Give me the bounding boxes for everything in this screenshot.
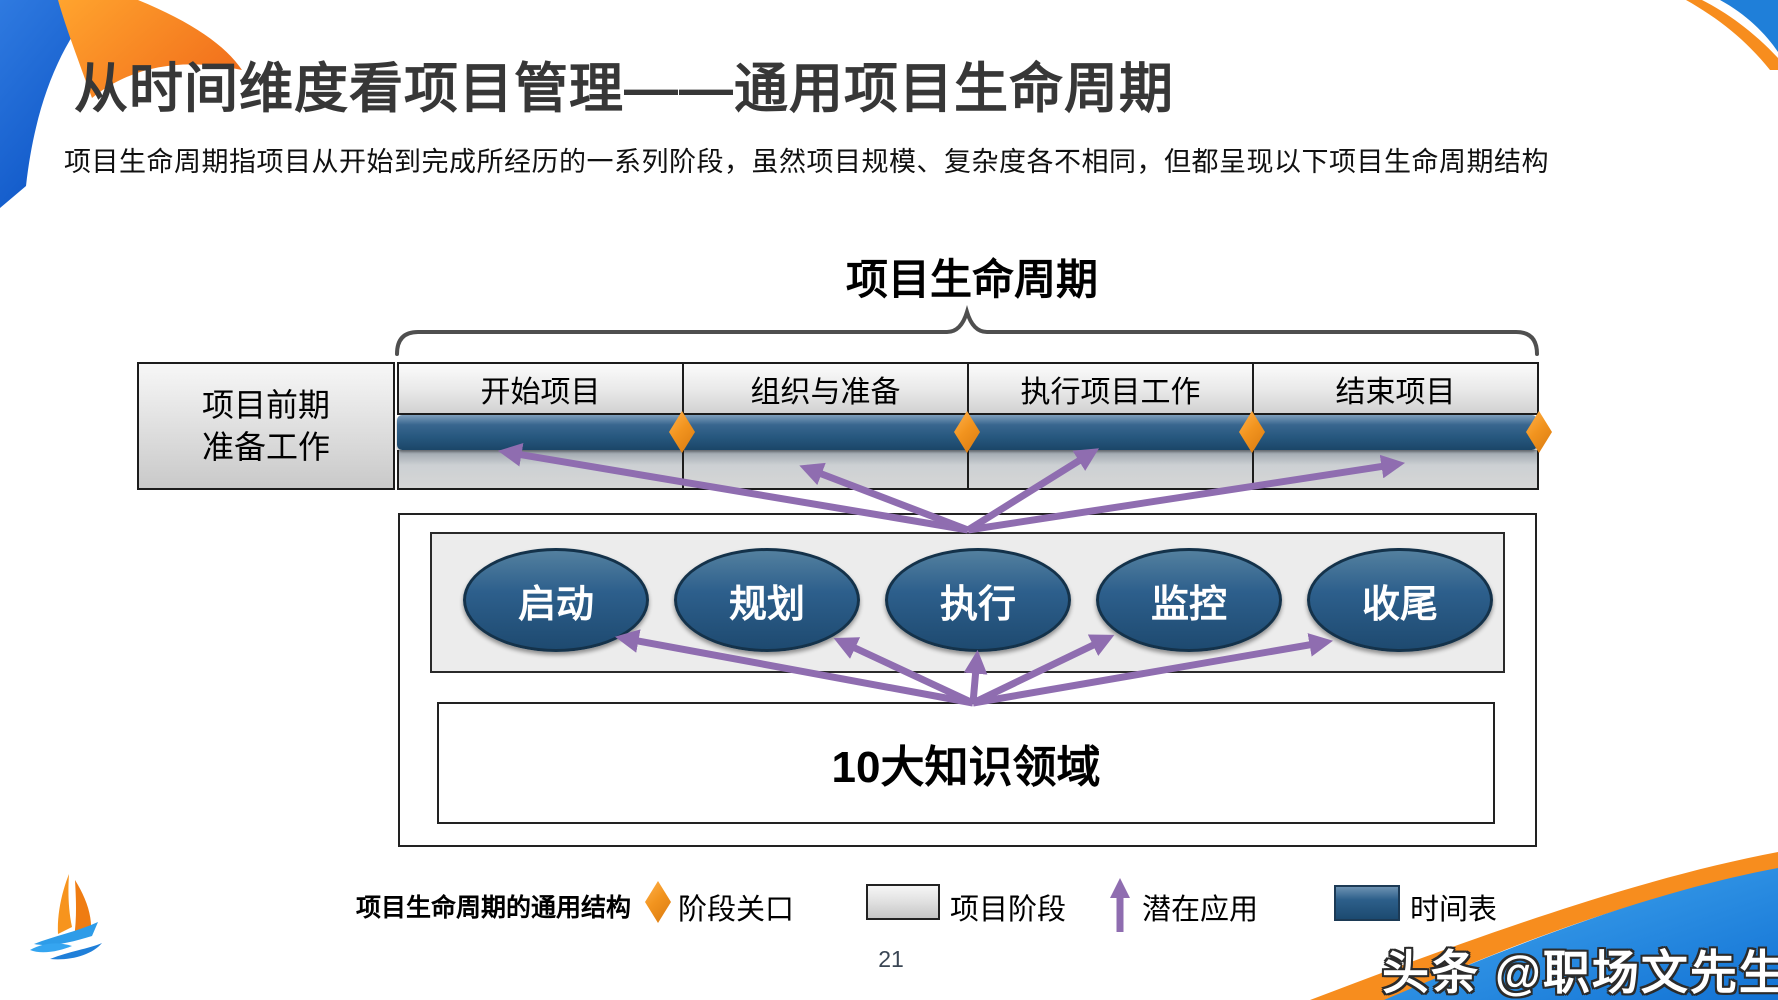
wave-2 (50, 943, 102, 960)
prep-phase-box: 项目前期 准备工作 (137, 362, 395, 490)
legend-timeline-icon (1334, 885, 1400, 921)
prep-line-2: 准备工作 (201, 429, 330, 465)
phase-label: 执行项目工作 (1020, 375, 1201, 409)
stage-ellipse-closing: 收尾 (1307, 548, 1493, 652)
legend-title: 项目生命周期的通用结构 (356, 894, 632, 922)
phase-under-cell (682, 450, 969, 490)
diagram-title: 项目生命周期 (845, 256, 1098, 303)
legend-arrow-icon (1110, 878, 1130, 932)
legend-gray-box-icon (866, 884, 940, 920)
legend-label-project-phase: 项目阶段 (950, 894, 1067, 926)
phase-label: 结束项目 (1335, 375, 1456, 409)
phase-cell-organize: 组织与准备 (682, 362, 969, 415)
corner-decoration-top-right (1686, 0, 1778, 70)
legend-diamond-icon (645, 881, 671, 923)
sail-right (74, 880, 92, 938)
slide-title: 从时间维度看项目管理——通用项目生命周期 (74, 59, 1174, 119)
phase-cell-close: 结束项目 (1252, 362, 1539, 415)
stage-label: 监控 (1150, 583, 1227, 626)
stage-ellipse-executing: 执行 (885, 548, 1071, 652)
stage-ellipse-planning: 规划 (674, 548, 860, 652)
phase-label: 开始项目 (480, 375, 601, 409)
phase-cell-start: 开始项目 (397, 362, 684, 415)
phase-label: 组织与准备 (750, 375, 901, 409)
phase-cell-execute: 执行项目工作 (967, 362, 1254, 415)
stage-label: 启动 (517, 583, 594, 626)
stage-label: 收尾 (1361, 583, 1438, 626)
legend-label-potential-use: 潜在应用 (1142, 894, 1259, 926)
stage-ellipse-initiating: 启动 (463, 548, 649, 652)
wave-1 (30, 943, 72, 953)
prep-line-1: 项目前期 (201, 387, 330, 423)
phase-under-cell (397, 450, 684, 490)
page-number: 21 (878, 946, 904, 972)
stage-label: 执行 (939, 583, 1016, 626)
watermark-text: 头条 @职场文先生 (1382, 946, 1778, 999)
legend-label-phase-gate: 阶段关口 (678, 894, 795, 926)
slide-subtitle: 项目生命周期指项目从开始到完成所经历的一系列阶段，虽然项目规模、复杂度各不相同，… (64, 147, 1549, 177)
stage-label: 规划 (728, 583, 805, 626)
phase-under-cell (1252, 450, 1539, 490)
stage-ellipse-monitoring: 监控 (1096, 548, 1282, 652)
corner-decoration-top-left (0, 0, 242, 208)
sail-left (57, 874, 72, 934)
legend-label-timeline: 时间表 (1410, 894, 1498, 926)
knowledge-areas-label: 10大知识领域 (831, 743, 1101, 792)
sailboat-logo (30, 874, 102, 960)
hull (34, 922, 98, 946)
phase-under-cell (967, 450, 1254, 490)
knowledge-areas-box: 10大知识领域 (437, 702, 1495, 824)
corner-decoration-bottom-right (1310, 852, 1778, 1000)
brace (395, 305, 1539, 356)
